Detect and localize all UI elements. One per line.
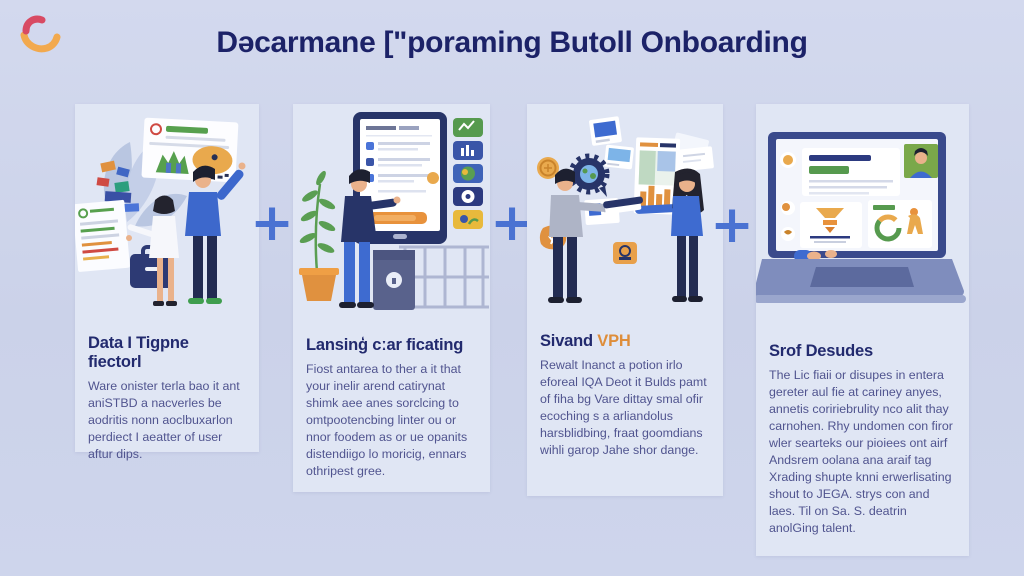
brand-logo — [13, 10, 61, 61]
panel-4-heading-text: Srof Desudes — [769, 342, 873, 360]
report-document — [633, 137, 681, 215]
swirl-logo-icon — [20, 15, 61, 53]
woman-figure — [126, 195, 179, 306]
panel-4-heading: Srof Desudes — [769, 342, 956, 361]
funnel-icon — [816, 208, 844, 218]
donut-card — [868, 200, 932, 248]
green-button — [809, 166, 849, 174]
orange-figure-icon — [907, 214, 923, 234]
man-figure — [185, 162, 246, 304]
panel-3: Sivand VPH Rewalt Inanct a potion irlo e… — [527, 104, 723, 496]
papers — [671, 132, 714, 172]
panel-2-body: Fiost antarea to ther a it that your ine… — [306, 362, 468, 478]
laptop-base — [756, 259, 966, 303]
dashboard-screen — [780, 144, 938, 248]
panel-1-heading-text: Data I Tigpne fiectorl — [88, 334, 189, 371]
panel-2: Lansinģ cːar ficating Fiost antarea to t… — [293, 104, 490, 492]
funnel-card — [800, 202, 862, 248]
donut-chart-icon — [874, 214, 902, 242]
alert-dot-icon — [427, 172, 439, 184]
panel-4-illustration — [756, 132, 966, 303]
report-card — [141, 117, 239, 183]
gear-globe-icon — [568, 153, 610, 197]
locker-box — [373, 250, 415, 310]
video-call-card — [904, 144, 938, 178]
plus-separator-1: + — [250, 193, 294, 253]
panel-3-heading: Sivand VPH — [540, 332, 710, 351]
panel-3-body: Rewalt Inanct a potion irlo eforeal IQA … — [540, 358, 707, 457]
photo-cards — [589, 116, 634, 170]
panel-4: Srof Desudes The Lic fiaii or disupes in… — [756, 104, 969, 556]
page-title: Dəcarmane ["poraming Butoll Onboarding — [216, 26, 808, 59]
panel-3-illustration — [537, 116, 714, 303]
woman-receiving-document — [631, 168, 704, 302]
panel-1-heading: Data I Tigpne fiectorl — [88, 334, 246, 372]
panel-4-body: The Lic fiaii or disupes in entera geret… — [769, 368, 953, 535]
person-at-kiosk — [339, 169, 401, 308]
avatar-dot-icon — [783, 155, 793, 165]
badge-icon — [613, 242, 637, 264]
kiosk-tablet — [353, 112, 447, 244]
panel-1: Data I Tigpne fiectorl Ware onister terl… — [75, 104, 259, 461]
bar-chart-icon — [639, 185, 671, 209]
exchanged-document — [603, 196, 643, 215]
panel-2-heading: Lansinģ cːar ficating — [306, 336, 477, 355]
panel-1-illustration — [75, 117, 246, 306]
document-icon — [75, 199, 130, 272]
panel-3-heading-accent: VPH — [597, 332, 631, 350]
plus-separator-2: + — [490, 193, 534, 253]
app-tiles — [453, 118, 483, 229]
panel-3-heading-text: Sivand — [540, 332, 598, 350]
confetti-shapes — [96, 160, 140, 213]
plus-separator-3: + — [710, 195, 754, 255]
panel-2-illustration — [299, 112, 489, 310]
coin-icon — [537, 157, 559, 179]
panel-2-heading-text: Lansinģ cːar ficating — [306, 336, 464, 354]
plant-icon — [299, 170, 339, 301]
panel-1-body: Ware onister terla bao it ant aniSTBD a … — [88, 379, 240, 461]
